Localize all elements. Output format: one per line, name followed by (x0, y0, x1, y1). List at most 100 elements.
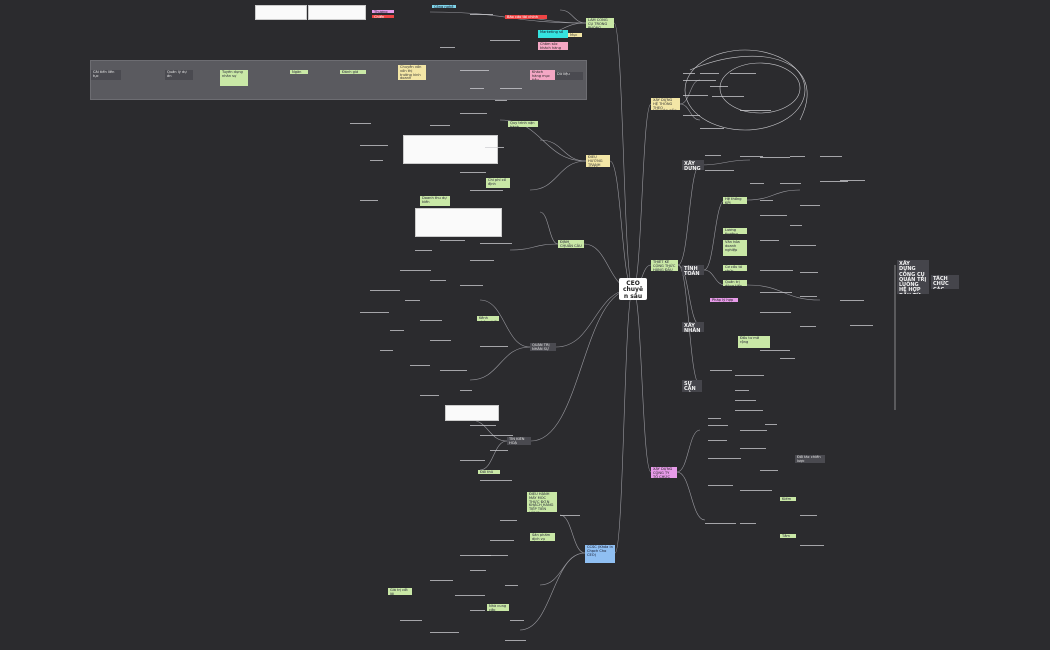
major-node-m4[interactable]: XÂY NHÂN SỰ TỔNG (682, 322, 704, 332)
branch-node-b3[interactable]: ĐỊNH CHUẨN CÂU HỎI VÀN ĐÁNH GIÁ CHIẾN (558, 240, 584, 248)
connector-line (469, 419, 508, 442)
text-stroke (410, 365, 430, 367)
text-stroke (490, 540, 514, 542)
branch-node-b1[interactable]: LÀM CÔNG CỤ TRONG PHÒNG TRUYỀN CẤP (586, 18, 614, 28)
text-stroke (765, 424, 777, 426)
accent-node[interactable]: Công nghệ (432, 5, 456, 8)
text-stroke (500, 520, 517, 522)
leaf-node[interactable]: Lương thưởng (723, 228, 747, 234)
text-stroke (800, 545, 824, 547)
text-stroke (760, 200, 773, 202)
text-stroke (460, 70, 489, 72)
leaf-node[interactable]: Dữ liệu (555, 72, 583, 80)
text-stroke (840, 300, 864, 302)
text-stroke (712, 96, 744, 98)
text-stroke (800, 205, 820, 207)
org-chart-image (445, 405, 499, 421)
leaf-node[interactable]: Quy trình vận hành (508, 121, 538, 127)
branch-node-r2[interactable]: THIẾT KẾ CÔNG THỨC HÀNG ĐẦU CHO CÔNG TY (651, 260, 678, 271)
text-stroke (440, 240, 465, 242)
text-stroke (780, 358, 795, 360)
connector-line (530, 288, 634, 442)
accent-node[interactable]: Khách hàng mục tiêu (530, 70, 555, 80)
text-stroke (350, 123, 371, 125)
connector-line (677, 164, 701, 266)
text-stroke (360, 200, 378, 202)
major-node-m2[interactable]: XÂY DỰNG CÔNG TY CHO BẢN HÀNG (682, 160, 704, 170)
text-stroke (390, 330, 404, 332)
leaf-node[interactable]: Cải tiến liên tục (91, 70, 121, 80)
text-stroke (480, 243, 512, 245)
branch-node-b4[interactable]: QUẢN TRỊ NHÂN SỰ (530, 343, 556, 351)
leaf-node[interactable]: Tuyển dụng nhân sự (220, 70, 248, 86)
leaf-node[interactable]: Đối tác chiến lược (795, 455, 825, 463)
text-stroke (760, 292, 792, 294)
text-stroke (370, 160, 383, 162)
leaf-node[interactable]: Ngân sách (290, 70, 308, 74)
connector-line (559, 514, 586, 554)
leaf-node[interactable]: Đầu tư mở rộng (738, 336, 770, 348)
branch-node-b5[interactable]: TÍN KIẾN HOÁ KHÁCH HÀNG (507, 437, 531, 445)
leaf-node[interactable]: Hệ thống KPI (723, 197, 747, 204)
leaf-node[interactable]: Doanh thu dự kiến (420, 196, 450, 206)
leaf-node[interactable]: Đối thủ cạnh tranh (478, 470, 500, 474)
connector-line (539, 552, 586, 586)
connector-line (529, 160, 587, 191)
text-stroke (740, 448, 766, 450)
leaf-node[interactable]: Văn hóa doanh nghiệp (723, 240, 747, 256)
text-stroke (735, 375, 764, 377)
connector-line (609, 160, 634, 290)
text-stroke (790, 245, 816, 247)
major-node-m6[interactable]: XÂY DỰNG CÔNG CỤ QUẢN TRỊ LUỒNG HỆ HỢP Đ… (897, 260, 929, 294)
text-stroke (760, 157, 790, 159)
text-stroke (460, 172, 486, 174)
leaf-node[interactable]: Cơ cấu tổ chức (723, 265, 747, 271)
text-stroke (705, 155, 721, 157)
leaf-node[interactable]: Tầm nhìn sứ mệnh (780, 534, 796, 538)
major-node-m8[interactable]: ĐIỀU HÀNH MÁY MÓC THỰC ĐƠN KHÁCH HÀNG TI… (527, 492, 557, 512)
text-stroke (500, 88, 522, 90)
text-stroke (380, 350, 393, 352)
root-node[interactable]: CEO chuyên sâu (619, 278, 647, 300)
branch-node-b2[interactable]: ĐIỀU HƯỚNG TRANH CHẤP (586, 155, 610, 167)
org-chart-image (403, 135, 498, 164)
major-node-m5[interactable]: SỰ CÂN BẰNG (682, 380, 702, 392)
major-node-m1[interactable]: Chuyên vốn vốn thị trường kinh doanh (398, 65, 426, 80)
leaf-node[interactable]: Chi phí cố định (486, 178, 510, 188)
leaf-node[interactable]: Kênh phân phối (477, 316, 499, 321)
leaf-node[interactable]: Quản lý dự án (165, 70, 193, 80)
accent-node[interactable]: Marketing số (538, 30, 568, 38)
text-stroke (460, 113, 487, 115)
leaf-node[interactable]: Giá trị cốt lõi (388, 588, 412, 595)
text-stroke (760, 215, 787, 217)
branch-node-r1[interactable]: XÂY DỰNG HỆ THỐNG THEO NGUYÊN TẮC NHÂN T… (651, 98, 680, 110)
leaf-node[interactable]: Pháp lý hợp đồng (710, 298, 738, 302)
connector-line (676, 471, 706, 521)
text-stroke (430, 280, 446, 282)
branch-node-b6[interactable]: CCSC (Khóa In Chạch Cho CEO) (585, 545, 615, 563)
leaf-node[interactable]: Kiểm soát chất lượng (780, 497, 796, 501)
leaf-node[interactable]: Quản trị dòng tiền (723, 280, 747, 286)
leaf-node[interactable]: Nhà cung cấp (487, 604, 509, 611)
major-node-m3[interactable]: TÍNH TOÁN NHÂN HOÁ THỊ TRƯỜNG (682, 265, 704, 275)
text-stroke (700, 73, 719, 75)
branch-node-r3[interactable]: XÂY DỰNG CÔNG TY TỔ CHỨC (651, 467, 677, 478)
leaf-node[interactable]: Sản phẩm dịch vụ (530, 533, 555, 541)
connector-line (539, 211, 559, 245)
accent-node[interactable]: Thương hiệu (372, 10, 394, 13)
accent-node[interactable]: Chăm sóc khách hàng (538, 42, 568, 50)
leaf-node[interactable]: Đánh giá hiệu suất (340, 70, 366, 74)
text-stroke (470, 88, 484, 90)
text-stroke (710, 86, 728, 88)
text-stroke (820, 181, 848, 183)
major-node-m7[interactable]: TÁCH CHỨC CÁC PHÂN TỪ CAO (931, 275, 959, 289)
text-stroke (740, 430, 767, 432)
text-stroke (708, 458, 741, 460)
connector-line (703, 269, 726, 286)
text-stroke (740, 156, 763, 158)
accent-node[interactable]: Chiến lược giá (372, 15, 394, 18)
connector-line (699, 159, 751, 166)
text-stroke (495, 100, 507, 102)
accent-node[interactable]: Báo cáo tài chính (505, 15, 547, 19)
accent-node[interactable]: Mục tiêu năm (568, 33, 582, 37)
